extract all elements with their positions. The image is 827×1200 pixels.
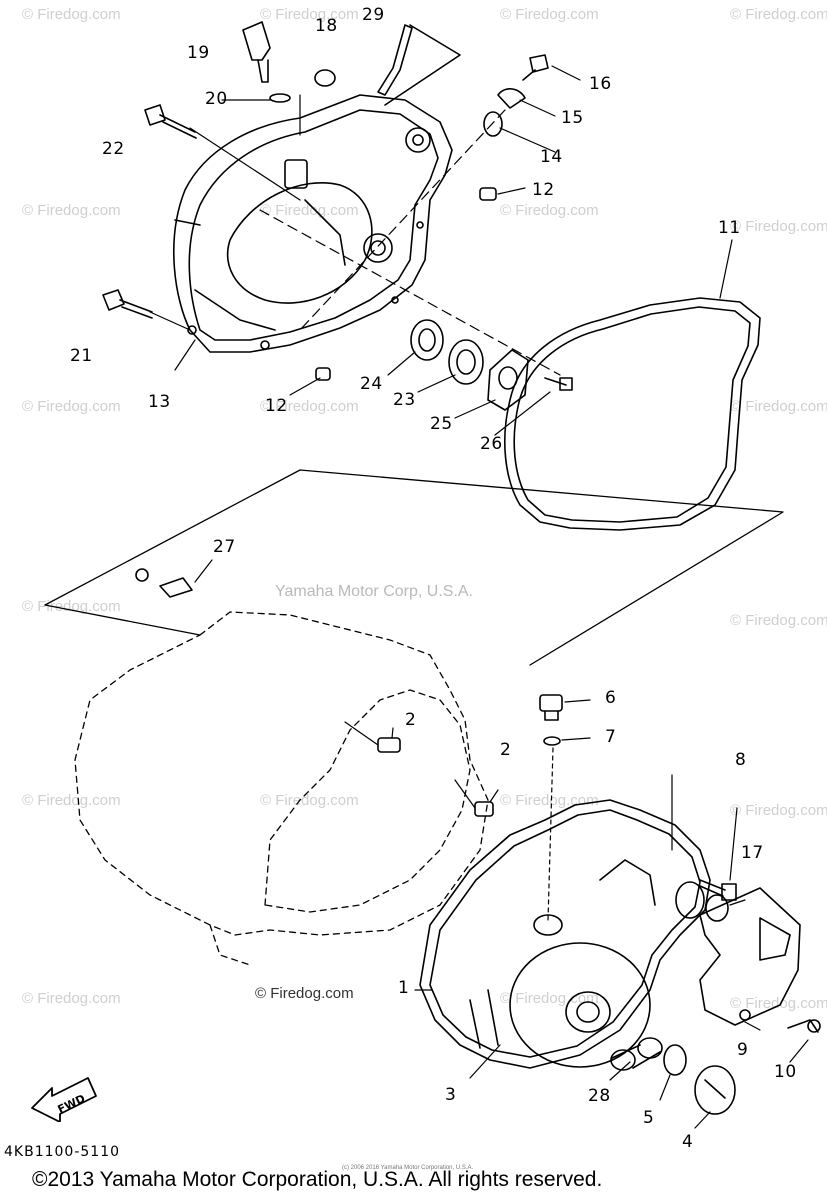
leader-lines-lower: [194, 559, 809, 1129]
watermark: © Firedog.com: [730, 218, 827, 235]
copyright-notice: ©2013 Yamaha Motor Corporation, U.S.A. A…: [32, 1168, 603, 1191]
bolt-8: [699, 879, 737, 901]
callout-25: 25: [430, 414, 453, 434]
callout-7: 7: [605, 727, 617, 747]
callout-23: 23: [393, 390, 416, 410]
o-ring-5: [663, 1044, 687, 1076]
screw-16: [522, 54, 549, 81]
crankcase-cover-upper: [173, 94, 453, 353]
callout-2: 2: [500, 740, 512, 760]
callout-5: 5: [643, 1108, 655, 1128]
bolt-clip-27: [135, 568, 193, 598]
watermark: © Firedog.com: [500, 202, 599, 219]
watermark: © Firedog.com: [730, 612, 827, 629]
watermark: © Firedog.com: [260, 398, 359, 415]
part-code: 4KB1100-5110: [4, 1144, 121, 1160]
fwd-arrow-icon: FWD: [31, 1077, 97, 1122]
watermark: © Firedog.com: [22, 990, 121, 1007]
callout-3: 3: [445, 1085, 457, 1105]
watermark: © Firedog.com: [22, 398, 121, 415]
plug-4: [694, 1065, 736, 1115]
dowels-2: [344, 721, 494, 817]
dowel-pins-12: [315, 187, 497, 381]
callout-11: 11: [718, 218, 741, 238]
watermark: © Firedog.com: [730, 995, 827, 1012]
callout-10: 10: [774, 1062, 797, 1082]
center-watermark: Yamaha Motor Corp, U.S.A.: [275, 583, 473, 600]
watermark: © Firedog.com: [260, 792, 359, 809]
crankcase-plane-outline: [44, 469, 784, 666]
oil-filler-plug-19: [242, 21, 291, 103]
callout-21: 21: [70, 346, 93, 366]
callout-17: 17: [741, 843, 764, 863]
bracket-29: [377, 24, 461, 106]
crankcase-cover-lower: [419, 799, 711, 1069]
bolt-22: [144, 104, 197, 139]
callout-29: 29: [362, 5, 385, 25]
callout-12: 12: [532, 180, 555, 200]
callout-2: 2: [405, 710, 417, 730]
callout-1: 1: [398, 978, 410, 998]
sprocket-cover-9: [699, 887, 801, 1026]
firedog-label: © Firedog.com: [255, 985, 354, 1002]
gasket-11: [504, 297, 761, 531]
callout-14: 14: [540, 147, 563, 167]
collar-17: [705, 894, 729, 922]
watermark: © Firedog.com: [22, 792, 121, 809]
watermark: © Firedog.com: [22, 202, 121, 219]
watermark: © Firedog.com: [730, 6, 827, 23]
bolt-10: [787, 1019, 821, 1033]
callout-22: 22: [102, 139, 125, 159]
collar-28: [610, 1037, 663, 1071]
bolt-21: [102, 289, 153, 319]
callout-20: 20: [205, 89, 228, 109]
callout-18: 18: [315, 16, 338, 36]
collar-18: [314, 69, 336, 87]
plug-6: [539, 694, 563, 721]
tiny-notice: (c) 2006 2016 Yamaha Motor Corporation, …: [342, 1165, 474, 1171]
seal-14: [483, 111, 503, 137]
watermark: © Firedog.com: [500, 990, 599, 1007]
callout-9: 9: [737, 1040, 749, 1060]
o-ring-7: [543, 736, 561, 746]
watermark: © Firedog.com: [260, 6, 359, 23]
watermark: © Firedog.com: [260, 202, 359, 219]
leader-lines-upper: [149, 65, 733, 436]
callout-12: 12: [265, 396, 288, 416]
callout-13: 13: [148, 392, 171, 412]
bearing-assembly: [410, 319, 573, 411]
callout-4: 4: [682, 1132, 694, 1152]
callout-8: 8: [735, 750, 747, 770]
watermark: © Firedog.com: [22, 598, 121, 615]
callout-26: 26: [480, 434, 503, 454]
watermark: © Firedog.com: [500, 6, 599, 23]
callout-24: 24: [360, 374, 383, 394]
callout-15: 15: [561, 108, 584, 128]
engine-phantom-outline: [74, 611, 489, 966]
watermark: © Firedog.com: [730, 398, 827, 415]
callout-28: 28: [588, 1086, 611, 1106]
cap-15: [497, 88, 526, 109]
watermark: © Firedog.com: [730, 802, 827, 819]
watermark: © Firedog.com: [22, 6, 121, 23]
callout-16: 16: [589, 74, 612, 94]
callout-6: 6: [605, 688, 617, 708]
callout-19: 19: [187, 43, 210, 63]
callout-27: 27: [213, 537, 236, 557]
